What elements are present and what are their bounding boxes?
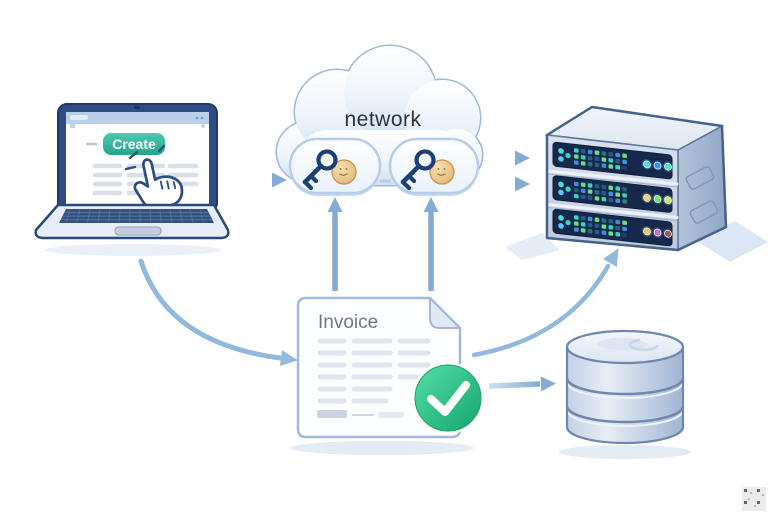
- arrow-cloud-to-server-bottom: [479, 176, 530, 192]
- arrow-laptop-to-invoice: [138, 258, 298, 366]
- arrow-laptop-to-cloud-bottom: [219, 172, 287, 188]
- arrow-invoice-to-server: [471, 248, 619, 358]
- browser-titlebar: [66, 112, 209, 124]
- database-outline: [565, 347, 685, 445]
- shadows: [45, 221, 768, 459]
- database-grooves: [565, 377, 685, 427]
- page-corner-glyph: [201, 124, 205, 128]
- key-icon: [400, 149, 436, 191]
- credential-pill-1: [288, 137, 382, 196]
- coin-icon: [429, 159, 455, 185]
- led-panel: [558, 148, 674, 173]
- led-panel: [558, 181, 674, 206]
- led-panel: [558, 215, 674, 240]
- server-node: [544, 105, 728, 252]
- server-outline: [545, 105, 728, 252]
- cloud-label: network: [344, 108, 421, 131]
- laptop-node: Create: [34, 103, 230, 240]
- create-button[interactable]: Create: [101, 131, 167, 157]
- titlebar-dot-icon: [195, 116, 199, 120]
- database-node: [565, 329, 685, 445]
- click-sparks-icon: [124, 144, 166, 171]
- credential-pill-2: [388, 137, 480, 196]
- arrow-invoice-to-cloud-left: [327, 197, 343, 291]
- page-corner-glyph: [70, 123, 75, 128]
- invoice-title: Invoice: [318, 312, 378, 333]
- webcam-icon: [134, 106, 140, 109]
- key-icon: [302, 149, 338, 191]
- cloud-node: network: [275, 44, 484, 196]
- hand-cursor-icon: [133, 158, 184, 210]
- titlebar-tab: [70, 115, 88, 120]
- create-button-label: Create: [112, 136, 156, 152]
- watermark-pixels: [742, 487, 766, 511]
- keyboard-keys: [61, 209, 213, 223]
- trackpad: [114, 226, 162, 236]
- arrow-cloud-to-server-top: [479, 150, 530, 166]
- database-top-swirl: [628, 338, 660, 352]
- rack-unit-2: [552, 175, 674, 213]
- rack-unit-1: [552, 141, 674, 180]
- arrow-invoice-to-database: [488, 376, 556, 392]
- invoice-footer-blocks: [317, 410, 404, 418]
- rack-unit-3: [552, 208, 674, 247]
- checkmark-icon: [412, 362, 484, 434]
- titlebar-dot-icon: [200, 116, 204, 120]
- coin-icon: [331, 159, 357, 185]
- arrow-invoice-to-cloud-right: [423, 197, 439, 291]
- invoice-node: Invoice: [296, 296, 484, 439]
- side-face-tabs: [685, 166, 719, 224]
- page-fold: [429, 297, 461, 329]
- chassis-separators: [546, 169, 679, 221]
